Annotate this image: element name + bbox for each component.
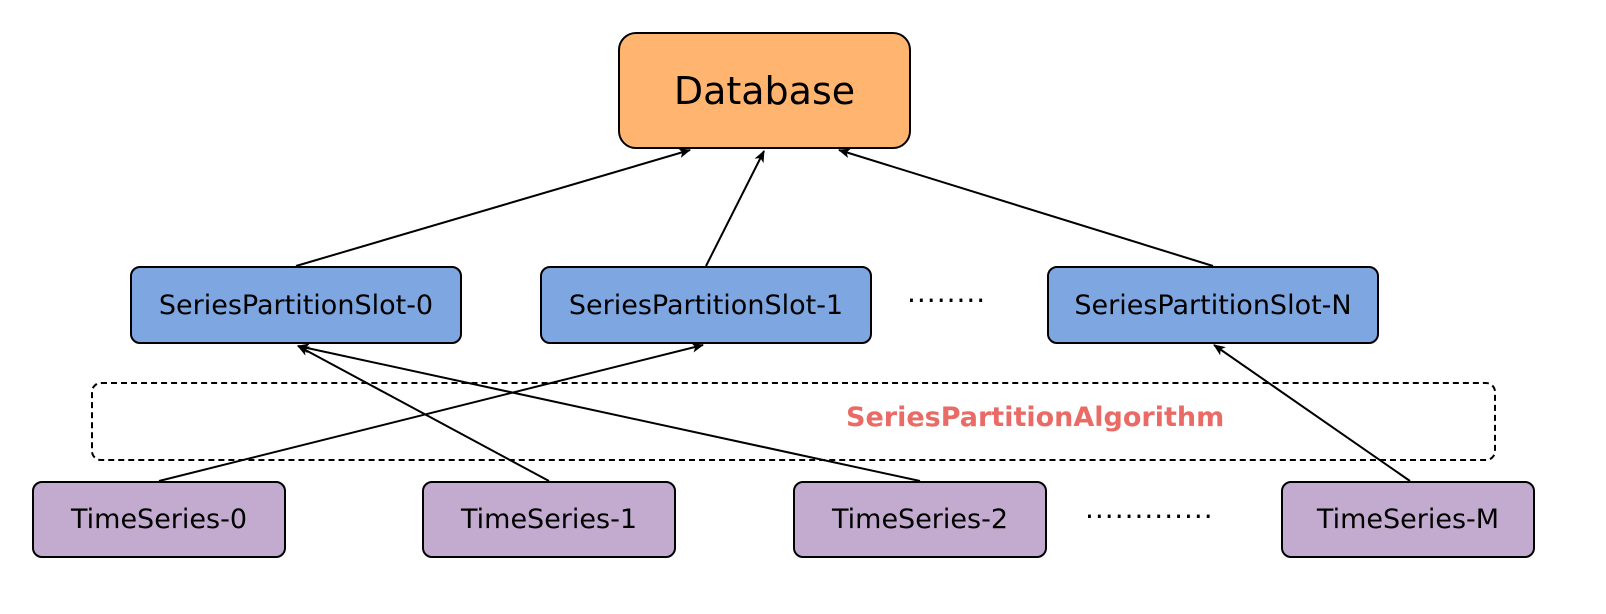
- series-partition-slot-n[interactable]: SeriesPartitionSlot-N: [1047, 266, 1379, 344]
- timeseries-node-2[interactable]: TimeSeries-2: [793, 481, 1047, 558]
- series-partition-slot-1[interactable]: SeriesPartitionSlot-1: [540, 266, 872, 344]
- partition-algorithm-label: SeriesPartitionAlgorithm: [846, 402, 1225, 433]
- edge-slot0-to-database: [295, 148, 691, 267]
- edge-tsM-to-slotN: [1213, 344, 1411, 482]
- timeseries-node-0[interactable]: TimeSeries-0: [32, 481, 286, 558]
- edge-ts1-to-slot0: [297, 345, 550, 482]
- edge-ts0-to-slot1: [158, 342, 704, 482]
- partition-algorithm-region: [91, 382, 1496, 461]
- edge-slot1-to-database: [705, 150, 765, 267]
- series-partition-slot-0[interactable]: SeriesPartitionSlot-0: [130, 266, 462, 344]
- slot-ellipsis: ········: [907, 284, 987, 317]
- edge-slotN-to-database: [838, 148, 1214, 267]
- edge-ts2-to-slot0: [297, 343, 921, 482]
- database-node[interactable]: Database: [618, 32, 911, 149]
- timeseries-node-m[interactable]: TimeSeries-M: [1281, 481, 1535, 558]
- timeseries-ellipsis: ·············: [1085, 500, 1214, 533]
- timeseries-node-1[interactable]: TimeSeries-1: [422, 481, 676, 558]
